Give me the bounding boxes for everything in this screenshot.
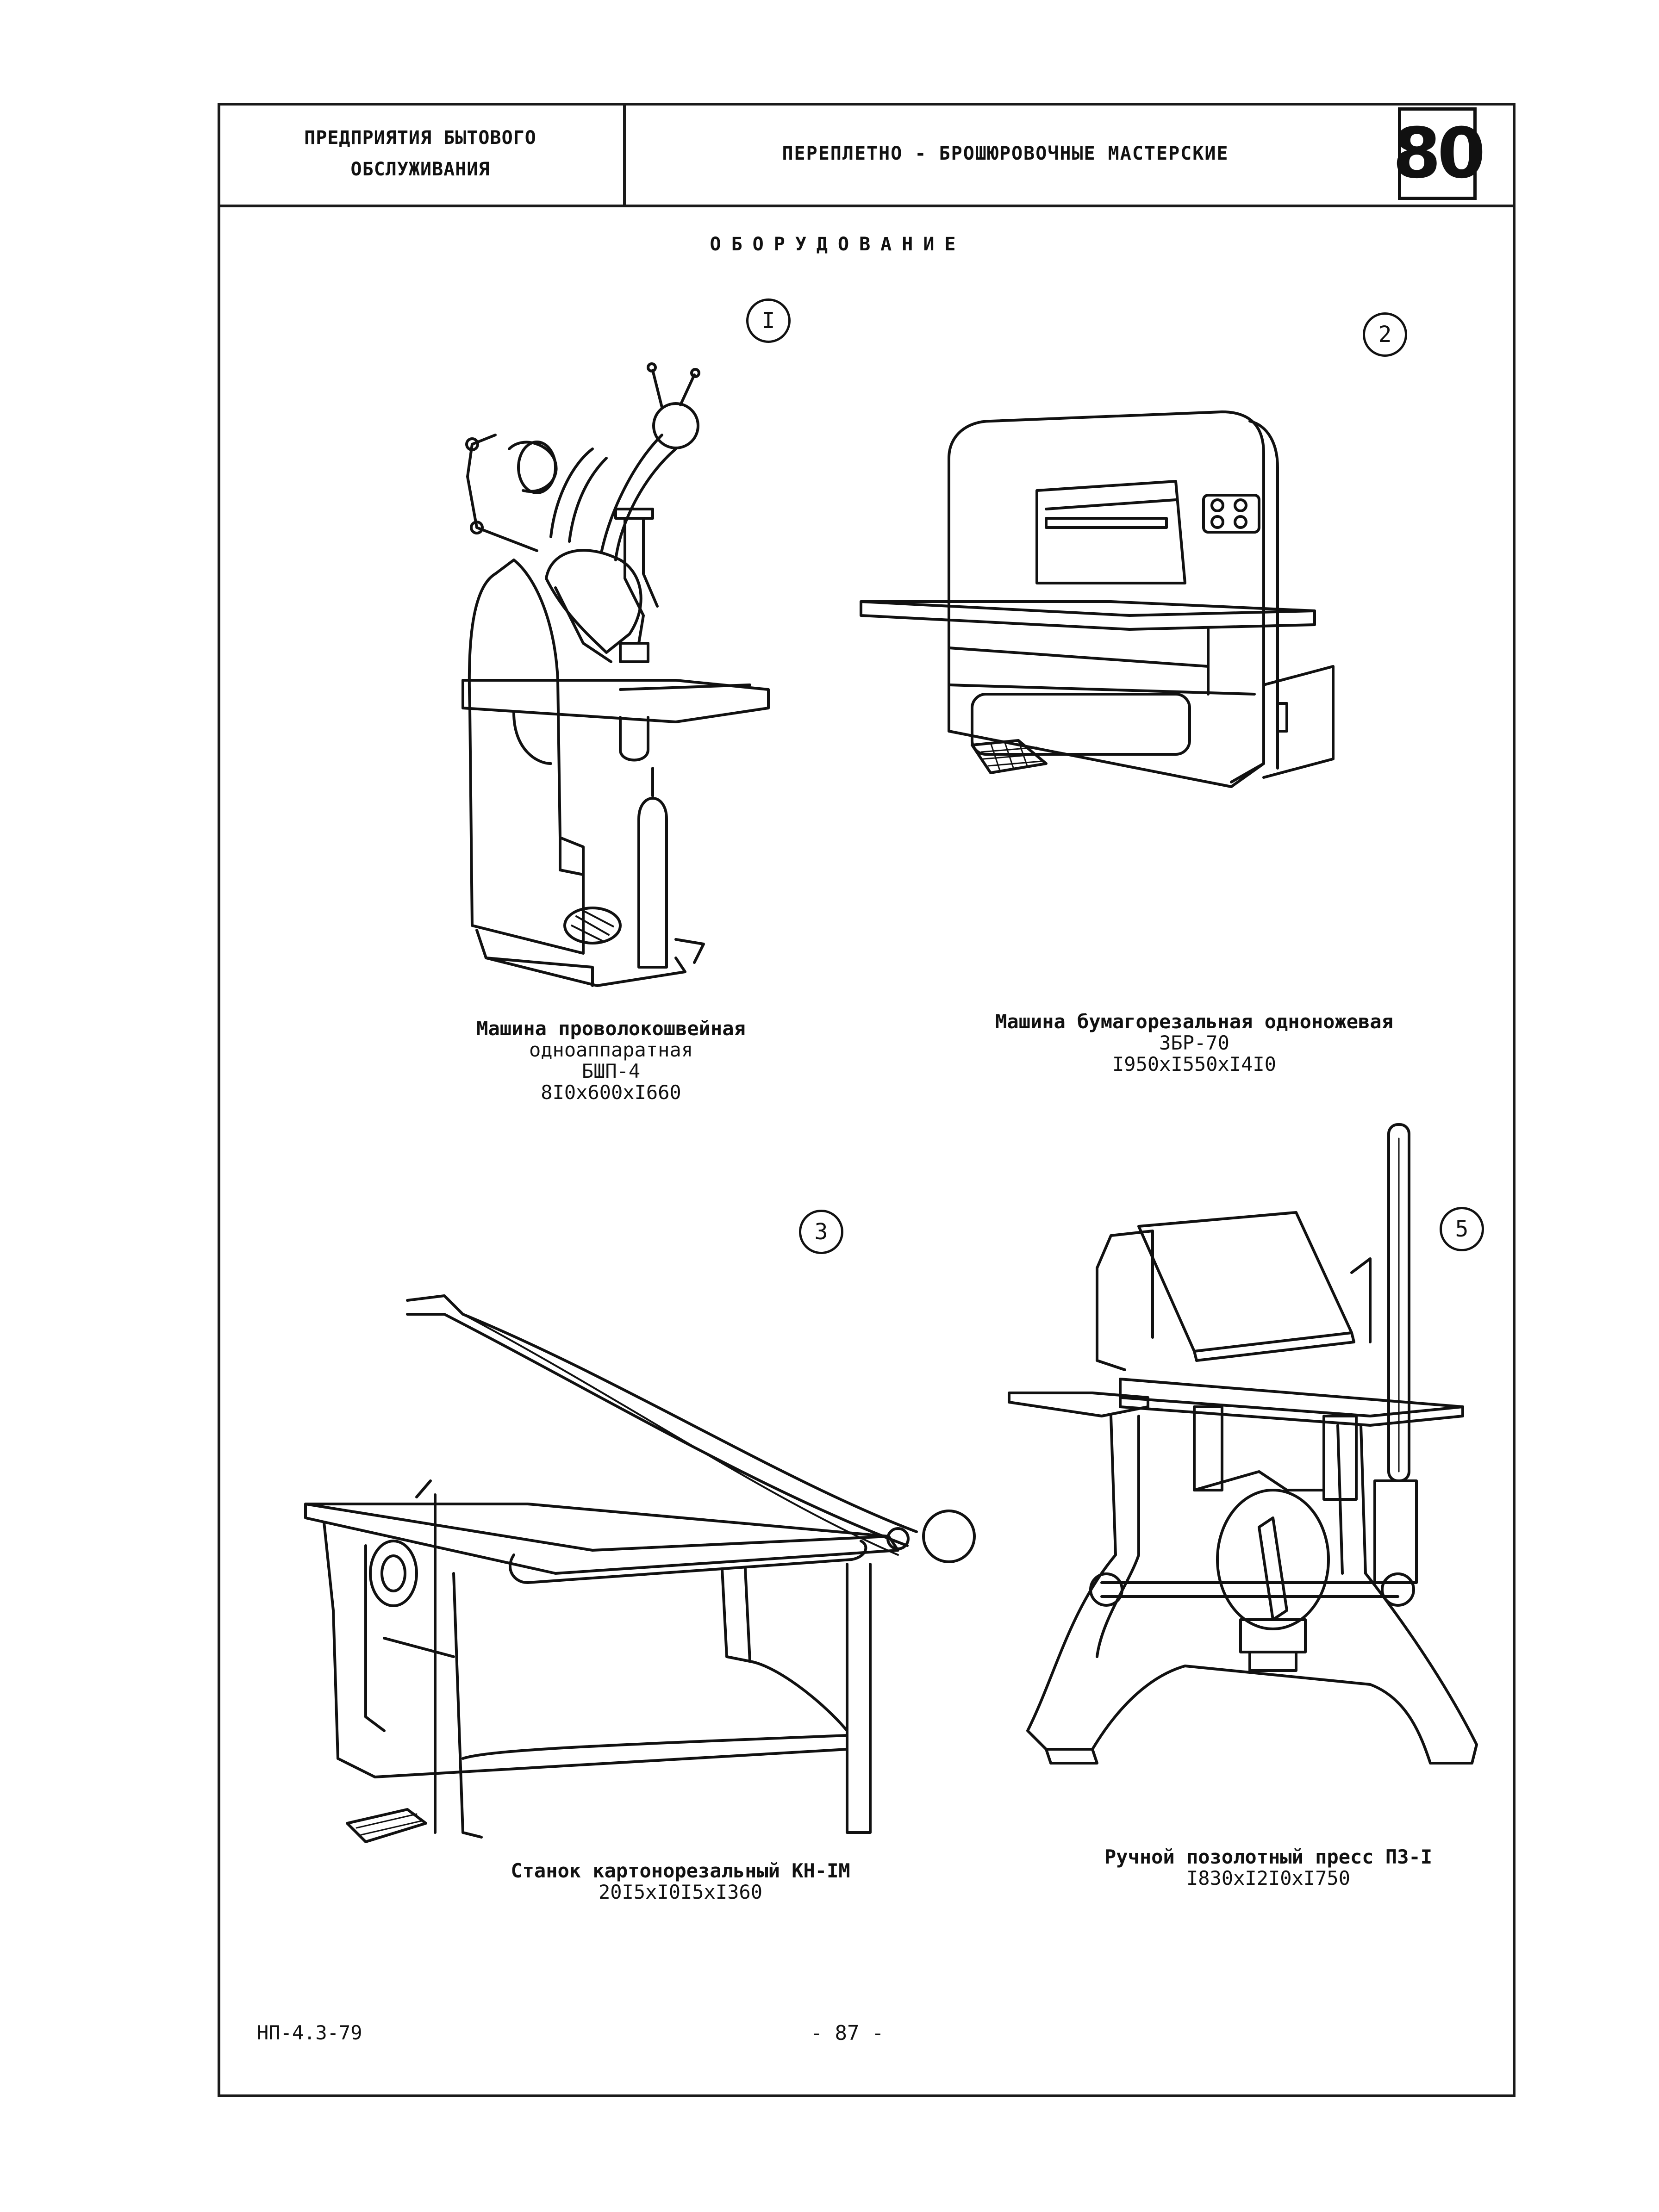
sheet-number: 80 — [1393, 107, 1485, 200]
header-category-line1: ПРЕДПРИЯТИЯ БЫТОВОГО — [304, 127, 536, 149]
caption-item-3-line2: 20I5xI0I5xI360 — [598, 1881, 762, 1903]
header-subject: ПЕРЕПЛЕТНО - БРОШЮРОВОЧНЫЕ МАСТЕРСКИЕ — [782, 143, 1229, 164]
caption-item-2-line1: Машина бумагорезальная одноножевая — [995, 1010, 1393, 1033]
caption-item-3: Станок картонорезальный КН-IМ 20I5xI0I5x… — [426, 1860, 935, 1903]
caption-item-5: Ручной позолотный пресс ПЗ-I I830xI2I0xI… — [1028, 1846, 1509, 1889]
caption-item-2: Машина бумагорезальная одноножевая 3БР-7… — [917, 1011, 1472, 1075]
caption-item-5-line2: I830xI2I0xI750 — [1186, 1867, 1350, 1889]
header-category: ПРЕДПРИЯТИЯ БЫТОВОГО ОБСЛУЖИВАНИЯ — [218, 103, 626, 205]
caption-item-3-line1: Станок картонорезальный КН-IМ — [511, 1859, 850, 1882]
board-cutter-drawing — [296, 1286, 991, 1865]
title-block: ПРЕДПРИЯТИЯ БЫТОВОГО ОБСЛУЖИВАНИЯ ПЕРЕПЛ… — [218, 103, 1516, 207]
item-number-2: 2 — [1363, 312, 1407, 357]
item-number-1: I — [746, 298, 791, 343]
document-code: НП-4.3-79 — [257, 2021, 362, 2044]
section-title: ОБОРУДОВАНИЕ — [710, 234, 966, 255]
caption-item-2-line3: I950xI550xI4I0 — [1112, 1053, 1276, 1075]
page-number: - 87 - — [810, 2021, 884, 2045]
caption-item-1-line4: 8I0x600xI660 — [541, 1081, 681, 1104]
caption-item-1-line2: одноаппаратная — [529, 1038, 693, 1061]
caption-item-1-line1: Машина проволокошвейная — [476, 1017, 746, 1040]
header-category-line2: ОБСЛУЖИВАНИЯ — [350, 159, 490, 180]
caption-item-1-line3: БШП-4 — [581, 1060, 641, 1082]
wire-stitching-machine-drawing — [444, 356, 787, 1013]
paper-guillotine-drawing — [852, 407, 1361, 847]
item-number-5: 5 — [1440, 1207, 1484, 1251]
caption-item-1: Машина проволокошвейная одноаппаратная Б… — [380, 1018, 842, 1103]
gilding-press-drawing — [1000, 1120, 1481, 1842]
page-frame — [218, 103, 1516, 2097]
caption-item-2-line2: 3БР-70 — [1159, 1031, 1229, 1054]
caption-item-5-line1: Ручной позолотный пресс ПЗ-I — [1104, 1845, 1432, 1868]
item-number-3: 3 — [799, 1210, 843, 1254]
